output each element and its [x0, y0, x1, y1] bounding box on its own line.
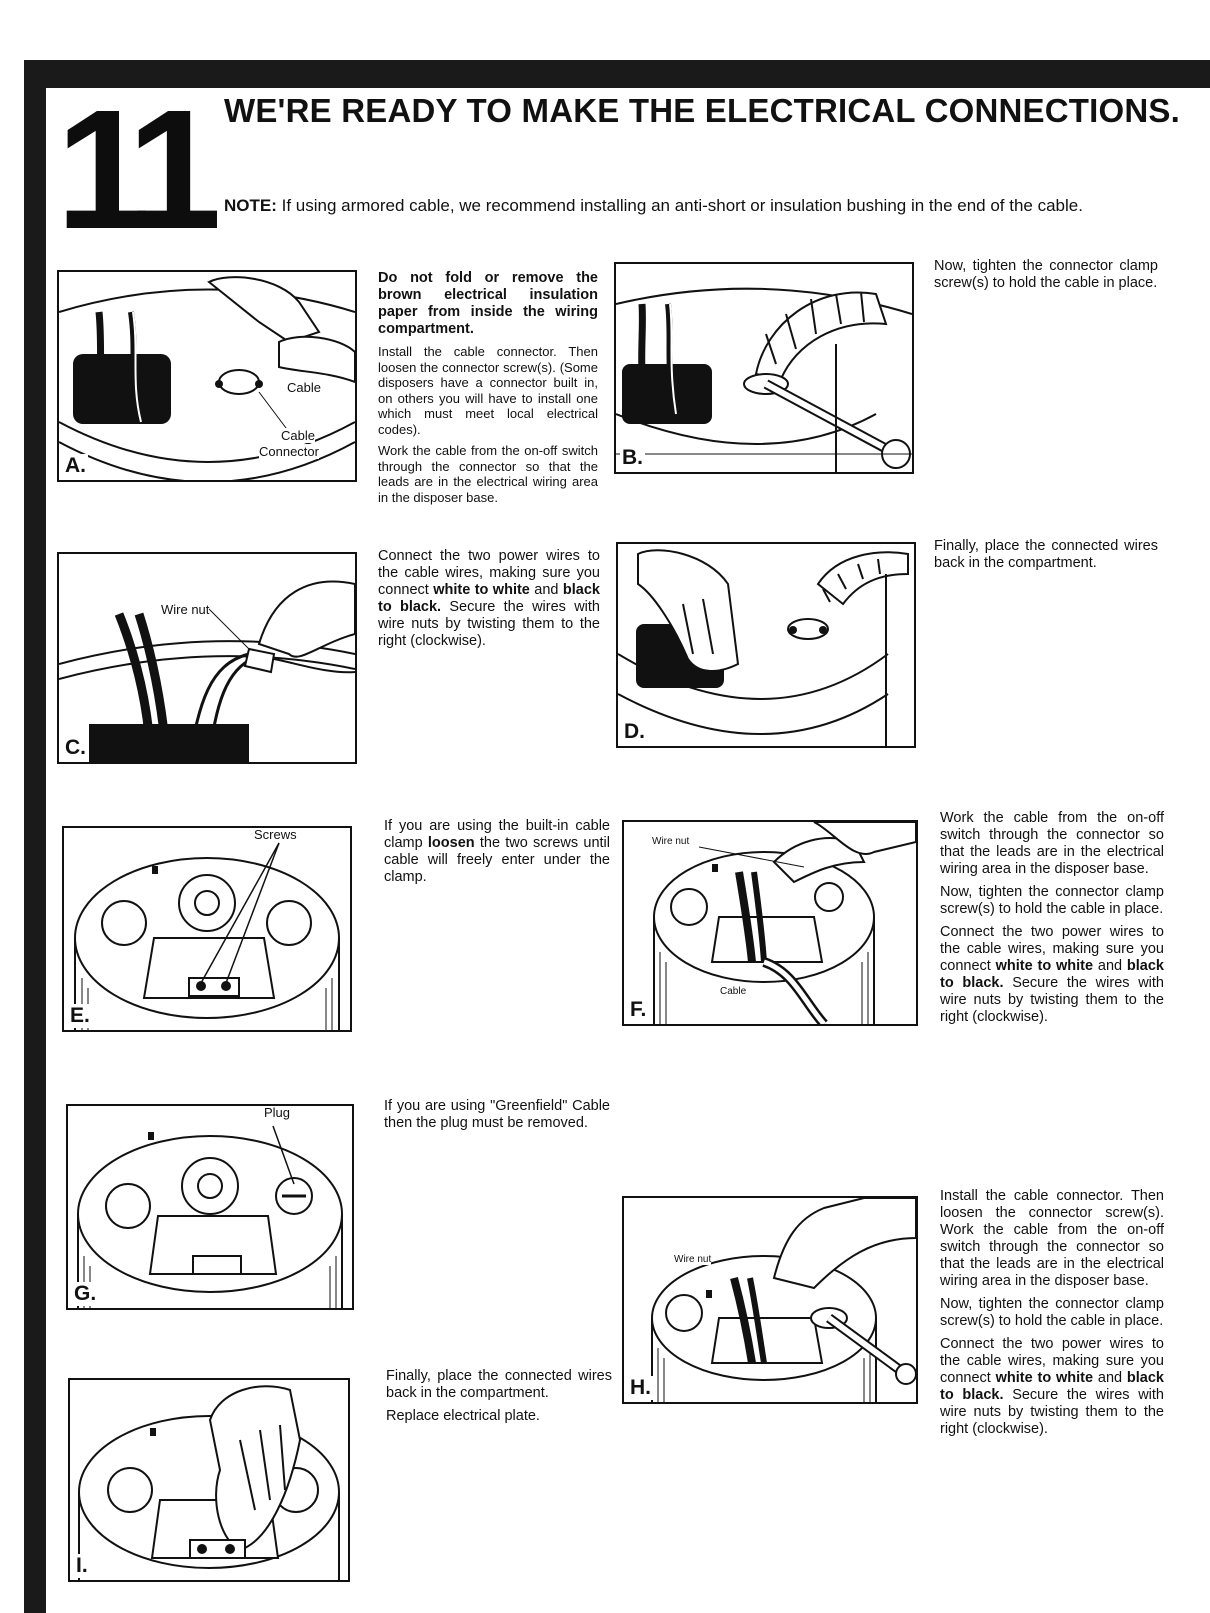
callout-wire-nut: Wire nut — [674, 1254, 712, 1265]
instruction-h-white: white to white — [995, 1370, 1094, 1386]
cable-clamp-wire-nut-drawing — [653, 822, 916, 1024]
illustration-c: Wire nut C. — [57, 552, 357, 764]
page-title: WE'RE READY TO MAKE THE ELECTRICAL CONNE… — [224, 92, 1180, 129]
instruction-a: Do not fold or remove the brown electric… — [378, 270, 598, 511]
instruction-f-text-1: Connect the two power wires to the cable… — [940, 924, 1164, 974]
callout-wire-nut: Wire nut — [161, 602, 210, 617]
disposer-top-cable-connector-drawing — [59, 276, 355, 480]
panel-label-a: A. — [63, 454, 88, 478]
instruction-c-paragraph: Connect the two power wires to the cable… — [378, 548, 600, 650]
note-label: NOTE: — [224, 196, 277, 215]
instruction-b-paragraph: Now, tighten the connector clamp screw(s… — [934, 258, 1158, 291]
callout-wire-nut: Wire nut — [652, 836, 690, 847]
callout-plug: Plug — [264, 1105, 291, 1120]
illustration-i: I. — [68, 1378, 350, 1582]
step-number: 11 — [56, 75, 222, 265]
instruction-a-paragraph-2: Work the cable from the on-off switch th… — [378, 443, 598, 505]
instruction-c-text-2: and — [529, 582, 563, 598]
instruction-i-paragraph-2: Replace electrical plate. — [386, 1408, 540, 1424]
panel-label-c: C. — [63, 736, 88, 760]
panel-label-h: H. — [628, 1376, 653, 1400]
instruction-h-paragraph-1: Install the cable connector. Then loosen… — [940, 1188, 1164, 1289]
instruction-e-paragraph: If you are using the built-in cable clam… — [384, 818, 610, 886]
instruction-c: Connect the two power wires to the cable… — [378, 548, 600, 656]
instruction-f-black: black to black. — [940, 958, 1164, 991]
illustration-d: D. — [616, 542, 916, 748]
built-in-cable-clamp-screws-drawing — [74, 842, 340, 1030]
instruction-h-text-3: Secure the wires with wire nuts by twist… — [940, 1387, 1164, 1437]
instruction-h-text-1: Connect the two power wires to the cable… — [940, 1336, 1164, 1386]
callout-connector: Connector — [259, 444, 319, 459]
callout-screws: Screws — [254, 827, 297, 842]
insulation-warning: Do not fold or remove the brown electric… — [378, 270, 598, 337]
callout-cable: Cable — [287, 380, 321, 395]
connector-screw-wire-nut-drawing — [651, 1198, 916, 1402]
instruction-e-loosen: loosen — [427, 835, 475, 851]
instruction-h-paragraph-3: Connect the two power wires to the cable… — [940, 1336, 1164, 1438]
instruction-h-text-2: and — [1093, 1370, 1127, 1386]
instruction-c-white: white to white — [433, 582, 530, 598]
panel-label-b: B. — [620, 446, 645, 470]
instruction-d-paragraph: Finally, place the connected wires back … — [934, 538, 1158, 571]
illustration-h: Wire nut H. — [622, 1196, 918, 1404]
top-border-bar — [24, 60, 1210, 88]
instruction-g: If you are using "Greenfield" Cable then… — [384, 1098, 610, 1138]
instruction-f-paragraph-3: Connect the two power wires to the cable… — [940, 924, 1164, 1026]
instruction-c-text-3: Secure the wires with wire nuts by twist… — [378, 599, 600, 649]
panel-label-e: E. — [68, 1004, 92, 1028]
illustration-f: Wire nut Cable F. — [622, 820, 918, 1026]
panel-label-d: D. — [622, 720, 647, 744]
instruction-f-text-3: Secure the wires with wire nuts by twist… — [940, 975, 1164, 1025]
instruction-b: Now, tighten the connector clamp screw(s… — [934, 258, 1158, 298]
instruction-c-black: black to black. — [378, 582, 601, 615]
panel-label-i: I. — [74, 1554, 90, 1578]
instruction-a-paragraph-1: Install the cable connector. Then loosen… — [378, 344, 598, 437]
instruction-i: Finally, place the connected wires back … — [386, 1368, 612, 1431]
note-line: NOTE: If using armored cable, we recomme… — [224, 196, 1083, 216]
illustration-a: Cable Cable Connector A. — [57, 270, 357, 482]
left-border-bar — [24, 60, 46, 1613]
illustration-b: B. — [614, 262, 914, 474]
instruction-h: Install the cable connector. Then loosen… — [940, 1188, 1164, 1444]
instruction-h-paragraph-2: Now, tighten the connector clamp screw(s… — [940, 1296, 1164, 1329]
instruction-e: If you are using the built-in cable clam… — [384, 818, 610, 892]
instruction-i-paragraph-1: Finally, place the connected wires back … — [386, 1368, 612, 1401]
place-wires-in-compartment-drawing — [618, 549, 909, 746]
instruction-f-paragraph-1: Work the cable from the on-off switch th… — [940, 810, 1164, 877]
instruction-c-text-1: Connect the two power wires to the cable… — [378, 548, 600, 598]
panel-label-g: G. — [72, 1282, 99, 1306]
illustration-g: Plug G. — [66, 1104, 354, 1310]
instruction-f-white: white to white — [995, 958, 1094, 974]
instruction-d: Finally, place the connected wires back … — [934, 538, 1158, 578]
instruction-f-paragraph-2: Now, tighten the connector clamp screw(s… — [940, 884, 1164, 917]
instruction-e-text-2: the two screws until cable will freely e… — [384, 835, 610, 885]
tighten-connector-screw-drawing — [616, 287, 912, 472]
note-text: If using armored cable, we recommend ins… — [276, 196, 1083, 215]
instruction-g-paragraph: If you are using "Greenfield" Cable then… — [384, 1098, 610, 1131]
instruction-h-black: black to black. — [940, 1370, 1164, 1403]
instruction-e-text-1: If you are using the built-in cable clam… — [384, 818, 610, 851]
instruction-f-text-2: and — [1093, 958, 1127, 974]
replace-electrical-plate-drawing — [78, 1385, 340, 1580]
illustration-e: Screws E. — [62, 826, 352, 1032]
callout-cable-2: Cable — [281, 428, 315, 443]
instruction-f: Work the cable from the on-off switch th… — [940, 810, 1164, 1032]
connect-wires-wire-nut-drawing — [59, 580, 355, 762]
panel-label-f: F. — [628, 998, 649, 1022]
callout-cable: Cable — [720, 986, 747, 997]
remove-plug-drawing — [77, 1125, 343, 1308]
